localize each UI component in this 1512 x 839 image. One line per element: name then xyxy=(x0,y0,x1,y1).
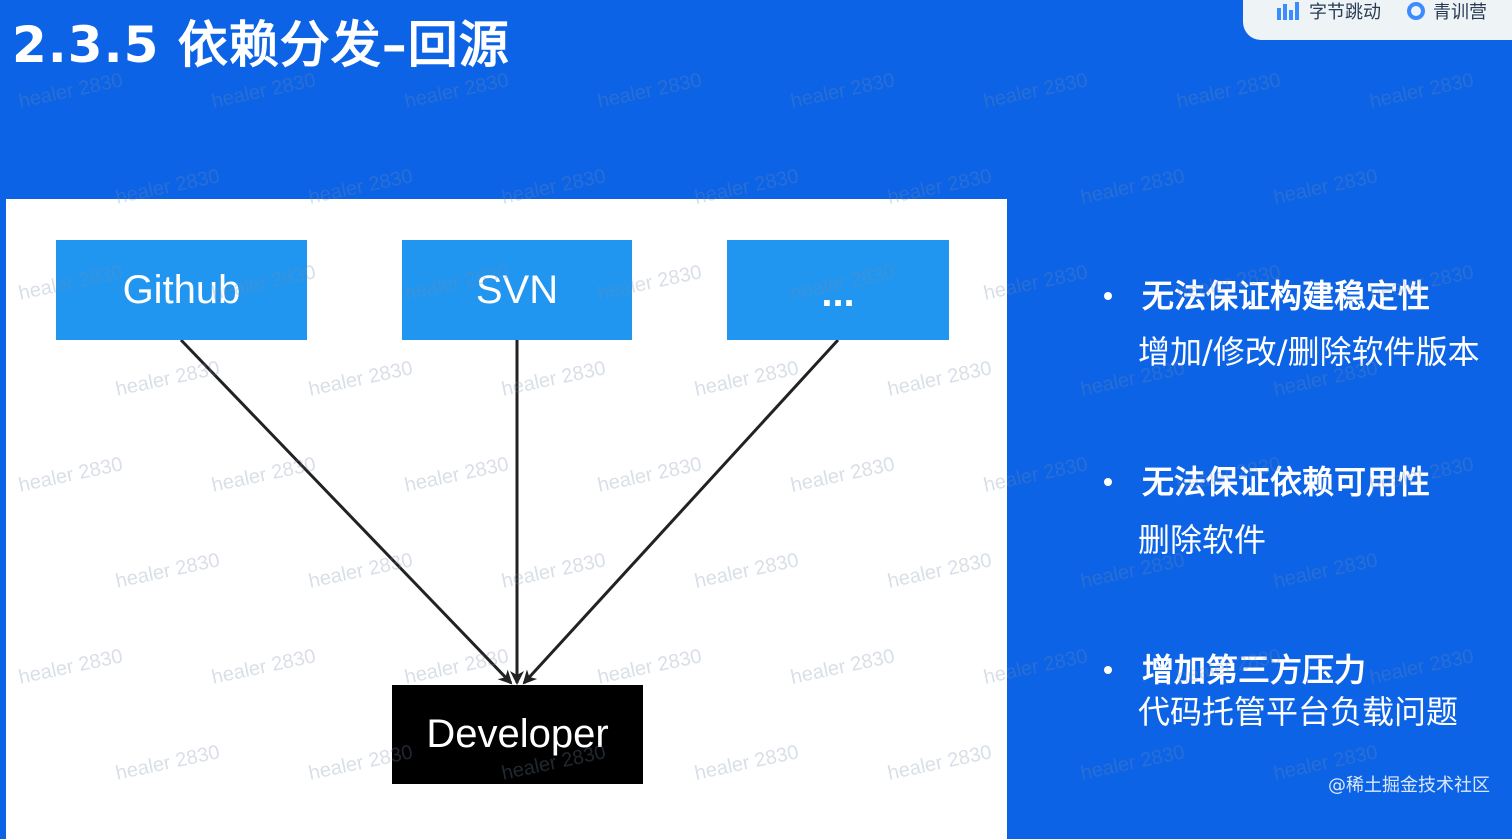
watermark-text: healer 2830 xyxy=(1367,645,1476,689)
bytedance-logo: 字节跳动 xyxy=(1277,0,1381,24)
bullet-heading: 增加第三方压力 xyxy=(1142,651,1367,689)
watermark-text: healer 2830 xyxy=(1078,165,1187,209)
watermark-text: healer 2830 xyxy=(981,69,1090,113)
camp-icon xyxy=(1407,2,1425,20)
bullet-detail: 代码托管平台负载问题 xyxy=(1138,693,1459,731)
developer-label: Developer xyxy=(426,712,609,756)
source-box-svn: SVN xyxy=(402,240,632,340)
developer-box: Developer xyxy=(392,685,643,784)
arrow-other-to-developer xyxy=(522,338,840,685)
watermark-text: healer 2830 xyxy=(1174,69,1283,113)
watermark-text: healer 2830 xyxy=(1271,165,1380,209)
diagram-arrows xyxy=(179,338,840,685)
bullet-dot xyxy=(1104,478,1112,486)
diagram-panel: Github SVN ... Developer xyxy=(6,199,1007,839)
brand-name-2: 青训营 xyxy=(1433,2,1487,23)
watermark-text: healer 2830 xyxy=(1367,69,1476,113)
bullet-dot xyxy=(1104,666,1112,674)
camp-logo: 青训营 xyxy=(1407,0,1487,24)
watermark-text: healer 2830 xyxy=(595,69,704,113)
logo-bar: 字节跳动 青训营 xyxy=(1243,0,1512,40)
arrow-github-to-developer xyxy=(179,338,513,685)
source-label-other: ... xyxy=(821,270,855,315)
bullet-detail: 增加/修改/删除软件版本 xyxy=(1138,333,1480,371)
corner-watermark: @稀土掘金技术社区 xyxy=(1328,775,1490,796)
watermark-text: healer 2830 xyxy=(1271,549,1380,593)
bullet-dot xyxy=(1104,292,1112,300)
source-box-github: Github xyxy=(56,240,307,340)
bullet-heading: 无法保证依赖可用性 xyxy=(1142,463,1431,501)
source-label-svn: SVN xyxy=(475,267,559,312)
brand-name-1: 字节跳动 xyxy=(1309,2,1381,23)
watermark-text: healer 2830 xyxy=(1078,741,1187,785)
slide-title: 2.3.5 依赖分发–回源 xyxy=(12,16,510,74)
source-label-github: Github xyxy=(122,267,241,312)
watermark-text: healer 2830 xyxy=(788,69,897,113)
bytedance-icon xyxy=(1277,2,1299,20)
source-box-other: ... xyxy=(727,240,949,340)
bullet-detail: 删除软件 xyxy=(1138,521,1267,559)
bullet-heading: 无法保证构建稳定性 xyxy=(1142,277,1431,315)
